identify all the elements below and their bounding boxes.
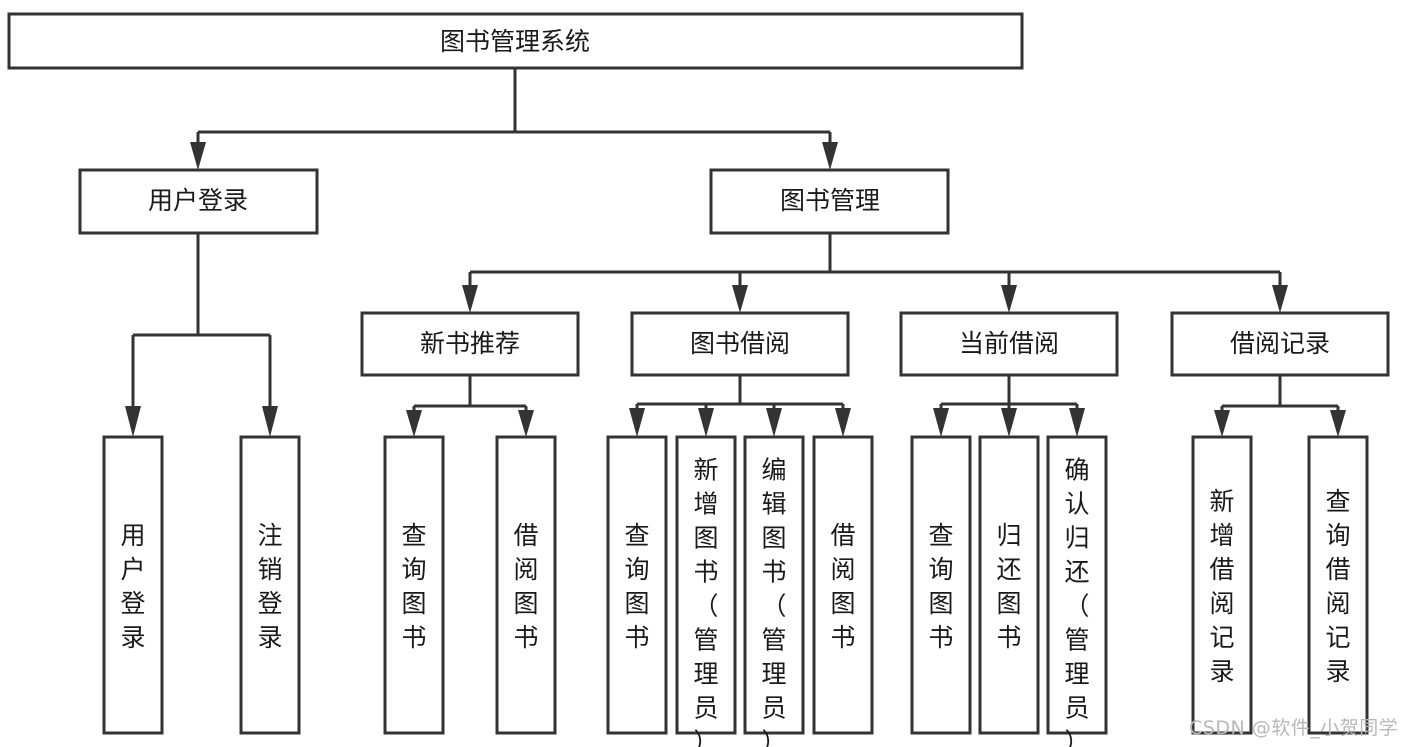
leaf-bb-query-book-box[interactable] [606,435,668,735]
leaf-br-query-record-box[interactable] [1307,435,1369,735]
leaf-node[interactable]: 借阅图书 [812,435,874,735]
arrow-bm-to-l3-2 [1001,285,1017,313]
arrow-bm-to-l3-1 [732,285,748,313]
leaf-node[interactable]: 查询图书 [606,435,668,735]
leaf-bb-edit-book-label: 编辑图书（管理员） [761,456,786,747]
leaf-bb-edit-book-box[interactable] [743,435,805,735]
leaf-node[interactable]: 用户登录 [102,435,164,735]
leaf-cb-return-book-label: 归还图书 [996,521,1021,652]
leaf-br-add-record-label: 新增借阅记录 [1209,487,1234,686]
arrow-bb-to-leaf2 [766,408,782,437]
leaf-br-query-record-label: 查询借阅记录 [1325,487,1350,686]
leaf-cb-confirm-return-label: 确认归还（管理员） [1064,456,1089,747]
arrow-cb-to-leaf0 [933,408,949,437]
leaf-node[interactable]: 查询图书 [910,435,972,735]
node-book-borrow[interactable]: 图书借阅 [630,311,850,377]
arrow-bb-to-leaf3 [835,408,851,437]
node-current-borrow[interactable]: 当前借阅 [899,311,1119,377]
node-borrow-record-label: 借阅记录 [1230,329,1330,358]
leaf-bb-add-book-label: 新增图书（管理员） [693,456,718,747]
node-new-book-recommend-label: 新书推荐 [420,329,520,358]
arrow-bm-to-l3-0 [462,285,478,313]
leaf-node[interactable]: 借阅图书 [495,435,557,735]
arrow-ul-to-leaf1 [262,406,278,437]
node-borrow-record-box[interactable] [1170,311,1390,377]
node-book-borrow-box[interactable] [630,311,850,377]
leaf-bb-borrow-book-label: 借阅图书 [830,521,855,652]
arrow-br-to-leaf0 [1214,410,1230,437]
leaf-nbr-query-book-label: 查询图书 [401,521,426,652]
node-root-book-management-system[interactable]: 图书管理系统 [7,12,1024,70]
leaf-logout-box[interactable] [239,435,301,735]
arrow-cb-to-leaf1 [1001,408,1017,437]
arrow-cb-to-leaf2 [1069,408,1085,437]
leaf-node[interactable]: 确认归还（管理员） [1046,435,1108,747]
node-root-label: 图书管理系统 [440,27,590,56]
leaf-node[interactable]: 新增图书（管理员） [675,435,737,747]
leaf-nbr-query-book-box[interactable] [383,435,445,735]
node-book-borrow-label: 图书借阅 [690,329,790,358]
arrow-ul-to-leaf0 [125,406,141,437]
node-new-book-recommend-box[interactable] [360,311,580,377]
leaf-bb-add-book-box[interactable] [675,435,737,735]
arrow-bb-to-leaf1 [698,408,714,437]
csdn-watermark: CSDN @软件_小贺同学 [1189,717,1399,739]
node-book-management-box[interactable] [709,168,950,235]
leaf-user-login-label: 用户登录 [120,521,145,652]
leaf-node[interactable]: 新增借阅记录 [1191,435,1253,735]
leaf-user-login-box[interactable] [102,435,164,735]
leaf-node[interactable]: 编辑图书（管理员） [743,435,805,747]
leaf-br-add-record-box[interactable] [1191,435,1253,735]
leaf-node[interactable]: 注销登录 [239,435,301,735]
leaf-node[interactable]: 查询图书 [383,435,445,735]
arrow-bb-to-leaf0 [629,408,645,437]
leaf-cb-query-book-label: 查询图书 [928,521,953,652]
leaf-bb-query-book-label: 查询图书 [624,521,649,652]
node-user-login-box[interactable] [78,168,319,235]
leaf-bb-borrow-book-box[interactable] [812,435,874,735]
arrow-bm-to-l3-3 [1272,285,1288,313]
node-user-login[interactable]: 用户登录 [78,168,319,235]
leaf-node[interactable]: 归还图书 [978,435,1040,735]
arrow-nbr-to-leaf0 [406,410,422,437]
arrow-br-to-leaf1 [1330,410,1346,437]
node-borrow-record[interactable]: 借阅记录 [1170,311,1390,377]
edges-group [125,68,1346,437]
leaf-cb-confirm-return-box[interactable] [1046,435,1108,735]
leaf-nbr-borrow-book-box[interactable] [495,435,557,735]
node-book-management-label: 图书管理 [780,186,880,215]
leaf-logout-label: 注销登录 [257,521,282,652]
arrow-root-to-user-login [190,142,206,170]
node-user-login-label: 用户登录 [148,186,248,215]
arrow-nbr-to-leaf1 [518,410,534,437]
leaf-nbr-borrow-book-label: 借阅图书 [513,521,538,652]
node-root-box[interactable] [7,12,1024,70]
arrow-root-to-book-mgmt [822,142,838,170]
node-book-management[interactable]: 图书管理 [709,168,950,235]
node-current-borrow-box[interactable] [899,311,1119,377]
node-current-borrow-label: 当前借阅 [959,329,1059,358]
leaf-node[interactable]: 查询借阅记录 [1307,435,1369,735]
leaf-cb-query-book-box[interactable] [910,435,972,735]
leaf-cb-return-book-box[interactable] [978,435,1040,735]
node-new-book-recommend[interactable]: 新书推荐 [360,311,580,377]
